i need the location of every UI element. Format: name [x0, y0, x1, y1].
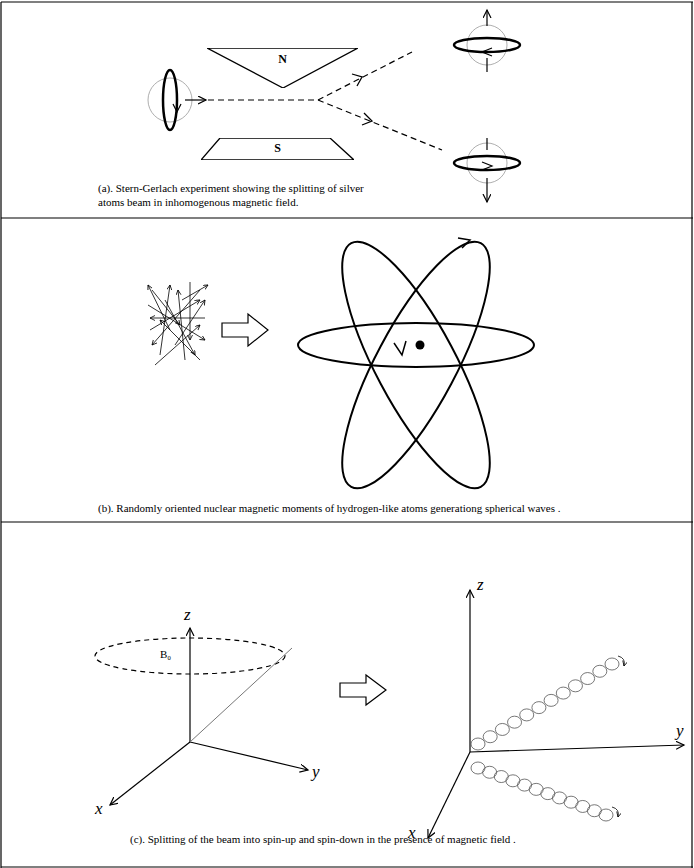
helix-loop: [483, 731, 497, 743]
magnet-pole-n: N: [207, 48, 358, 88]
caption: (a). Stern-Gerlach experiment showing th…: [98, 181, 388, 209]
field-label: B₀: [160, 648, 171, 660]
helix-loop: [508, 716, 522, 728]
spin-up-atom: [454, 10, 520, 72]
beam-arrow: [352, 74, 372, 125]
magnet-pole-s: S: [201, 138, 354, 160]
hollow-arrow: [222, 314, 268, 346]
axes-right: [428, 590, 684, 838]
random-moments: [148, 282, 208, 365]
nucleus: [416, 341, 425, 350]
axis-label: x: [95, 800, 103, 818]
helix-loop: [532, 702, 546, 714]
helix-loop: [599, 809, 613, 821]
axis-label: z: [184, 606, 191, 624]
axis-label: y: [312, 763, 320, 781]
incoming-atom: [148, 70, 206, 130]
axes-left: [110, 628, 308, 805]
caption: (b). Randomly oriented nuclear magnetic …: [98, 501, 578, 515]
spin-helix: [471, 656, 624, 821]
pole-label: N: [207, 48, 358, 67]
spin-down-atom: [454, 138, 520, 202]
pole-label: S: [201, 138, 354, 156]
moment-vector: [190, 648, 292, 742]
precession-path: [95, 638, 285, 674]
helix-loop: [520, 709, 534, 721]
caption: (c). Splitting of the beam into spin-up …: [130, 832, 590, 846]
helix-loop: [556, 687, 570, 699]
helix-loop: [605, 658, 619, 670]
axis-label: z: [477, 576, 484, 594]
helix-arrow: [618, 656, 624, 666]
helix-loop: [593, 665, 607, 677]
helix-loop: [544, 694, 558, 706]
helix-loop: [495, 723, 509, 735]
helix-loop: [568, 680, 582, 692]
helix-loop: [581, 673, 595, 685]
hollow-arrow: [340, 675, 386, 705]
helix-loop: [471, 738, 485, 750]
atom-orbits: [298, 224, 534, 505]
helix-arrow: [612, 807, 618, 817]
axis-label: y: [676, 722, 684, 740]
